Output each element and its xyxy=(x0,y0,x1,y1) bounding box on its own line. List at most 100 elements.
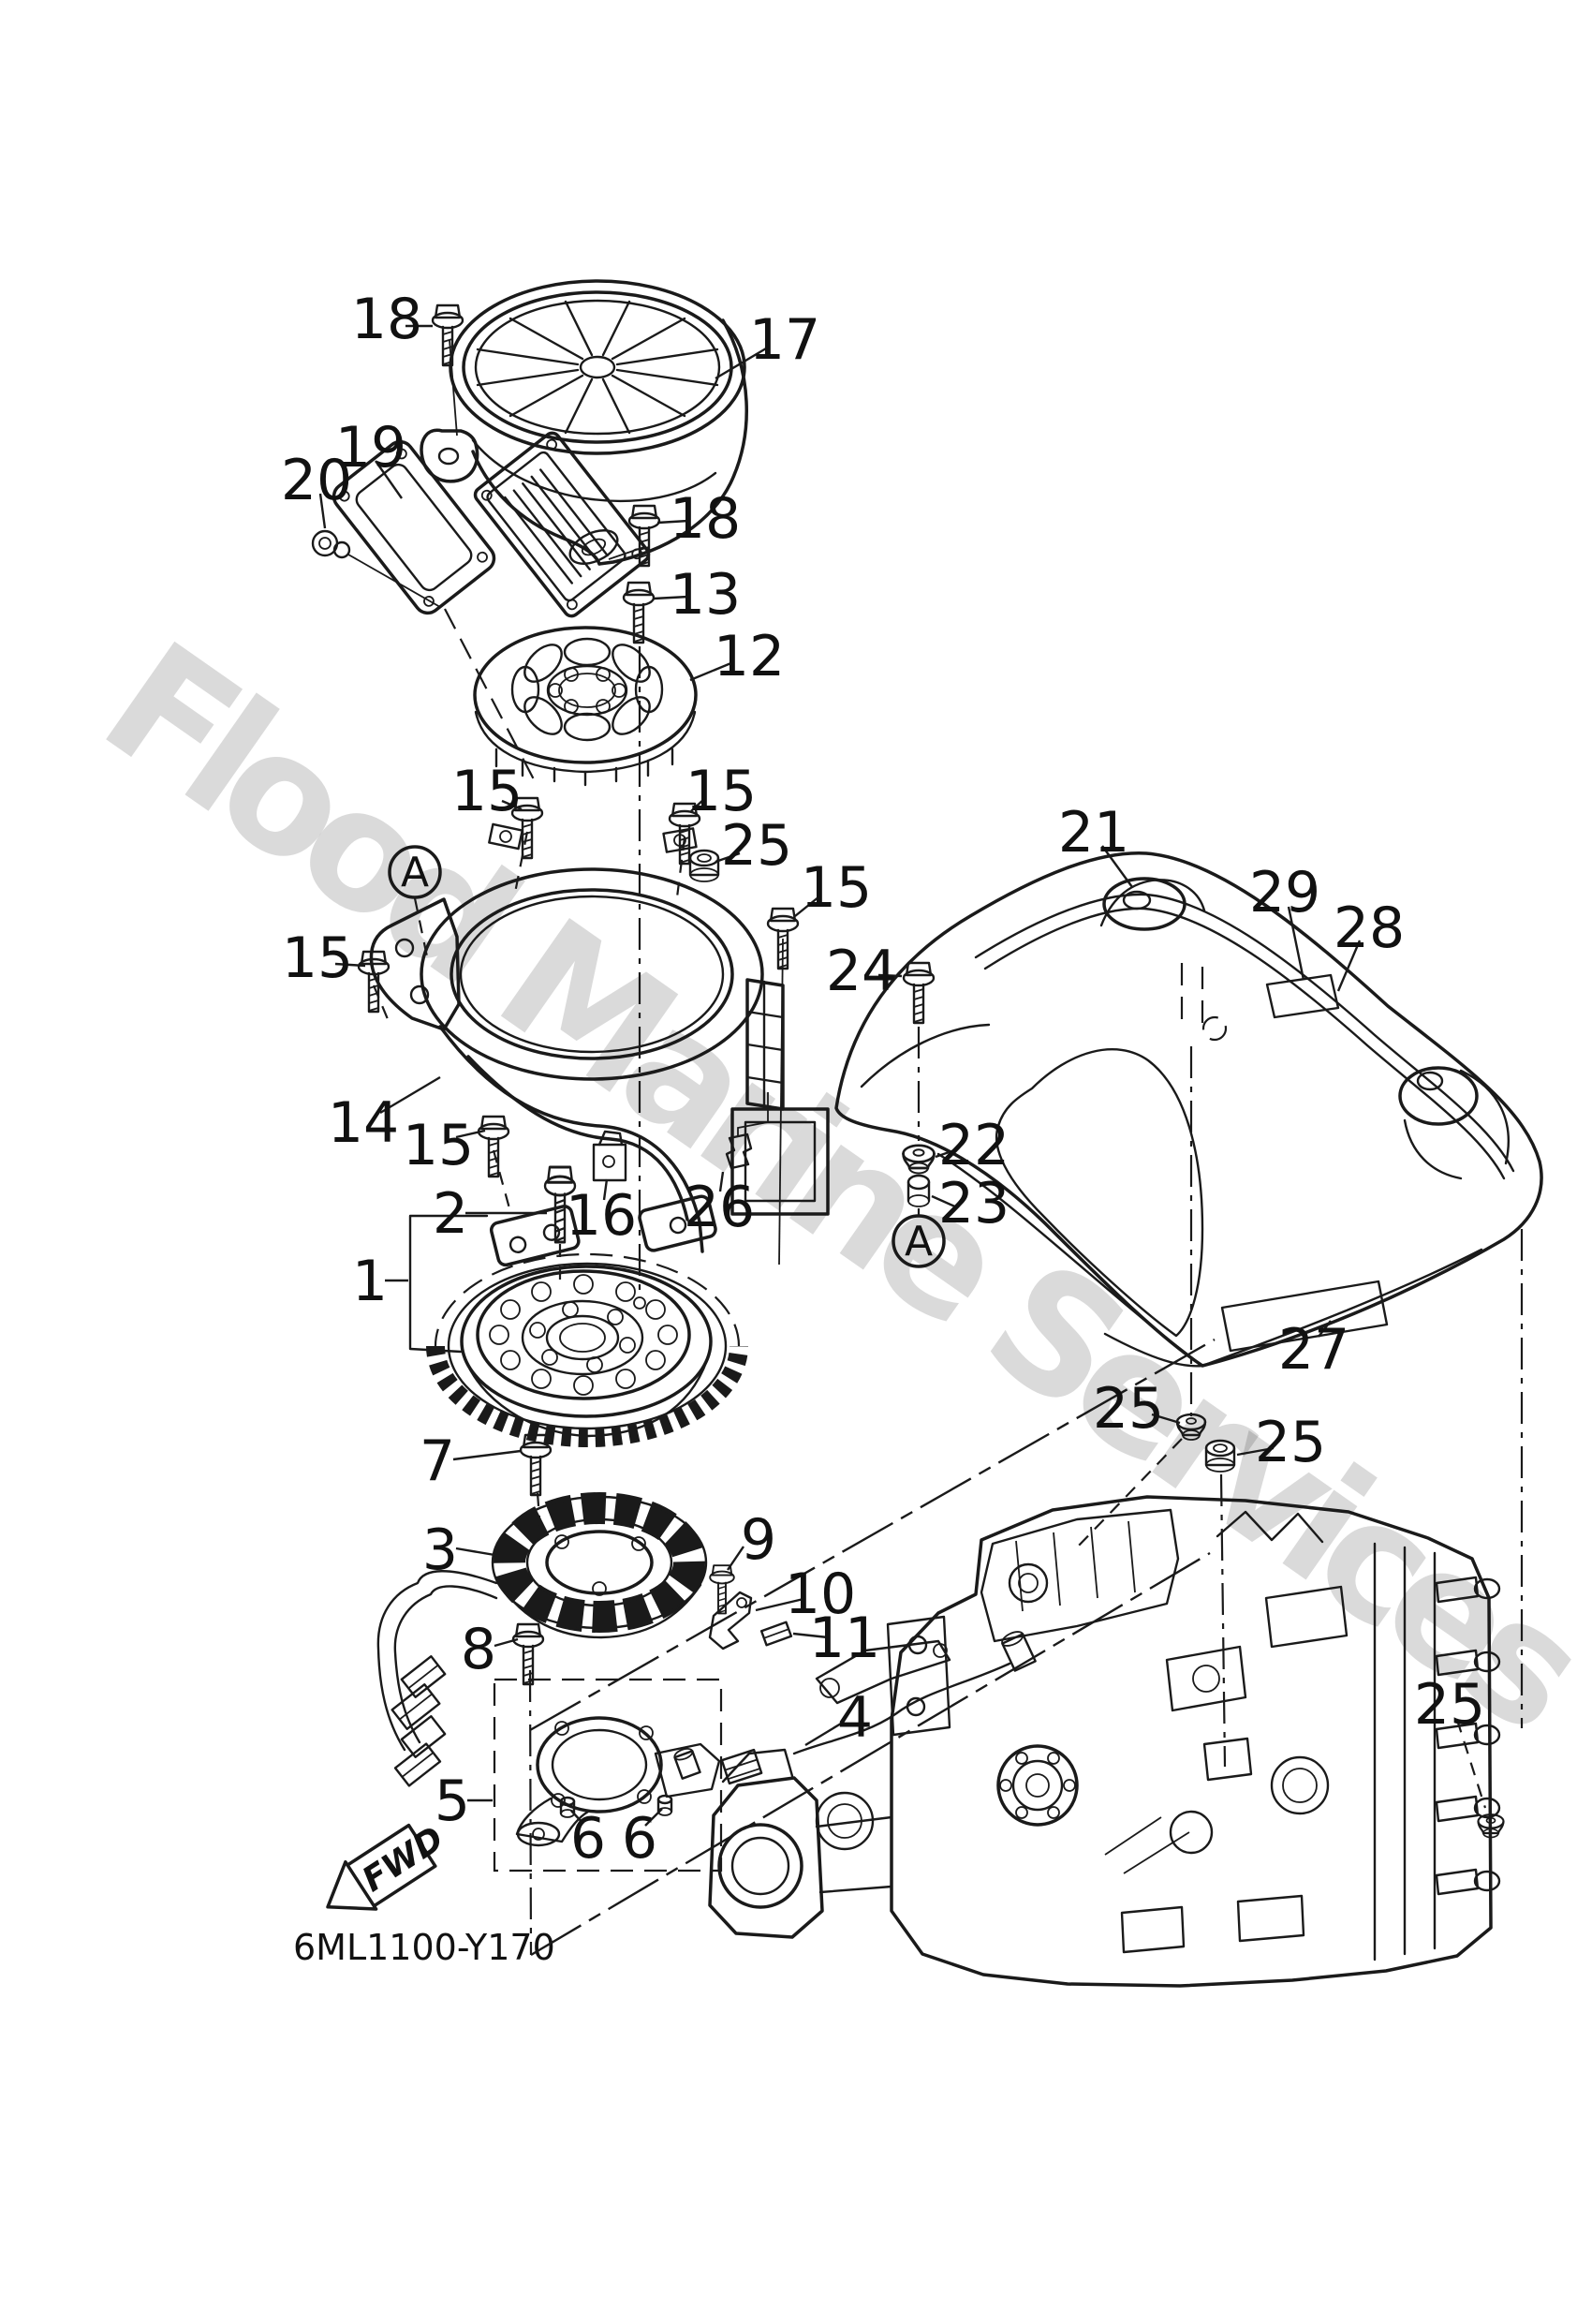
clip-26 xyxy=(725,1092,769,1170)
leader-line xyxy=(1151,1413,1181,1425)
leader-line xyxy=(653,595,689,600)
leader-line xyxy=(501,799,523,811)
leader-line xyxy=(494,1637,519,1648)
leader-line xyxy=(792,1632,829,1639)
part-callout-18: 18 xyxy=(351,287,422,352)
grille-spokes xyxy=(476,300,719,435)
part-callout-28: 28 xyxy=(1334,896,1405,961)
leader-lines xyxy=(318,324,1487,1827)
fan-rotor-12 xyxy=(473,626,698,787)
bracket-10 xyxy=(708,1591,753,1650)
part-callout-12: 12 xyxy=(714,624,785,689)
part-callout-5: 5 xyxy=(435,1769,470,1834)
fwd-arrow: FWD xyxy=(326,1819,450,1911)
head-studs xyxy=(1435,1576,1501,1896)
leader-line xyxy=(794,896,820,917)
part-callout-15: 15 xyxy=(282,925,353,991)
alignment-lines xyxy=(372,646,1524,1957)
leader-line xyxy=(334,962,366,968)
part-callout-11: 11 xyxy=(809,1606,880,1671)
label-sticker-28 xyxy=(1265,973,1340,1019)
view-marker-letter: A xyxy=(905,1218,933,1266)
leader-line xyxy=(715,851,741,864)
leader-line xyxy=(602,1178,609,1201)
leader-line xyxy=(931,1194,958,1209)
part-callout-23: 23 xyxy=(938,1171,1010,1236)
part-callout-19: 19 xyxy=(335,415,406,481)
part-callout-26: 26 xyxy=(684,1175,755,1240)
part-callout-1: 1 xyxy=(352,1249,388,1314)
leader-line xyxy=(1318,1320,1332,1338)
leader-line xyxy=(935,1147,958,1159)
leader-line xyxy=(375,460,403,499)
leader-line xyxy=(1101,845,1133,888)
part-callout-20: 20 xyxy=(281,448,352,513)
part-callout-15: 15 xyxy=(451,759,523,824)
leader-line xyxy=(1236,1446,1275,1457)
flywheel-1 xyxy=(408,1214,748,1447)
leader-line xyxy=(644,1808,663,1827)
leader-line xyxy=(690,797,706,812)
leader-line xyxy=(1287,906,1305,981)
leader-line xyxy=(455,1547,507,1559)
stator-3 xyxy=(491,1492,708,1639)
view-markers: AA xyxy=(388,845,946,1268)
part-callout-15: 15 xyxy=(801,855,872,921)
flywheel-holes xyxy=(489,1274,678,1396)
pulser-assembly-5 xyxy=(493,1678,723,1873)
view-marker-letter: A xyxy=(401,849,429,896)
label-sticker-27 xyxy=(1220,1280,1389,1353)
slotted-plate xyxy=(486,451,626,602)
leader-line xyxy=(877,973,903,978)
part-callout-17: 17 xyxy=(749,307,820,373)
view-marker-circle xyxy=(388,845,442,899)
view-marker-circle xyxy=(892,1214,946,1268)
leader-line xyxy=(718,1171,725,1192)
part-callout-18: 18 xyxy=(670,486,741,552)
part-callout-29: 29 xyxy=(1249,860,1320,925)
part-callout-16: 16 xyxy=(566,1183,637,1249)
leader-line xyxy=(1455,1719,1487,1809)
part-callout-27: 27 xyxy=(1278,1317,1349,1383)
part-callout-6: 6 xyxy=(622,1806,657,1872)
part-callout-7: 7 xyxy=(420,1428,455,1494)
part-callout-13: 13 xyxy=(670,562,741,628)
part-callout-21: 21 xyxy=(1058,800,1129,866)
leader-line xyxy=(689,660,734,682)
part-callout-8: 8 xyxy=(461,1617,496,1682)
leader-line xyxy=(570,1810,584,1825)
part-callout-25: 25 xyxy=(721,813,792,879)
leader-line xyxy=(1336,940,1362,992)
leader-line xyxy=(455,1129,486,1139)
part-callout-4: 4 xyxy=(837,1685,873,1751)
part-callout-2: 2 xyxy=(433,1181,468,1247)
part-callout-24: 24 xyxy=(826,939,897,1004)
part-callout-9: 9 xyxy=(741,1507,776,1573)
part-callout-10: 10 xyxy=(785,1562,856,1627)
part-callout-3: 3 xyxy=(422,1517,458,1583)
lead-wire-4 xyxy=(720,1631,1037,1785)
wire-harness xyxy=(376,1570,498,1787)
engine-block xyxy=(708,1495,1501,1988)
side-plates-19 xyxy=(311,431,651,782)
part-code: 6ML1100-Y170 xyxy=(293,1927,555,1968)
leader-line xyxy=(804,1722,842,1747)
leader-line xyxy=(379,1075,441,1115)
top-cowling-21 xyxy=(834,851,1543,1368)
part-callout-14: 14 xyxy=(328,1090,399,1156)
part-callout-25: 25 xyxy=(1414,1672,1485,1738)
part-callout-25: 25 xyxy=(1093,1376,1164,1442)
leader-line xyxy=(755,1597,804,1612)
part-callout-22: 22 xyxy=(938,1113,1010,1178)
leader-line xyxy=(318,493,327,529)
fan-cover-17 xyxy=(420,279,748,566)
part-callout-15: 15 xyxy=(403,1113,474,1178)
leader-line xyxy=(727,1546,744,1571)
fasteners xyxy=(357,303,1505,1839)
part-callout-15: 15 xyxy=(685,759,757,824)
leader-line xyxy=(452,1449,522,1461)
part-callout-25: 25 xyxy=(1255,1410,1326,1475)
